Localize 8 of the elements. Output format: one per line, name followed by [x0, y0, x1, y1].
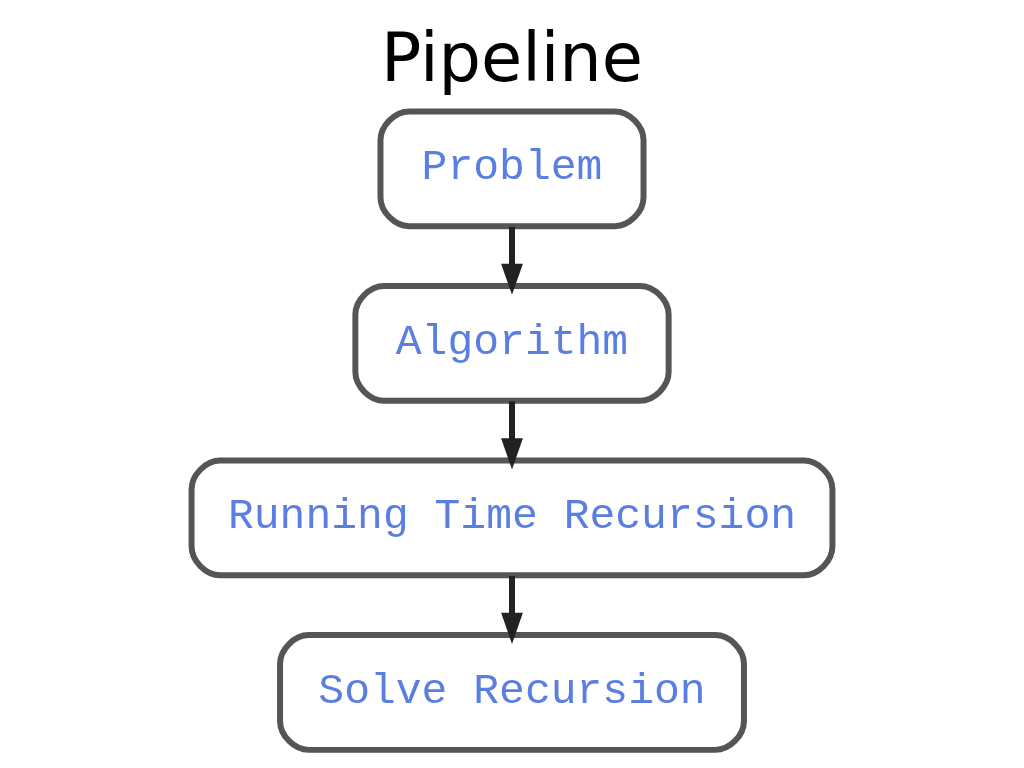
arrow	[501, 401, 523, 470]
diagram-title: Pipeline	[381, 19, 643, 98]
node-box: Solve Recursion	[277, 632, 747, 753]
arrow	[501, 226, 523, 295]
arrow	[501, 575, 523, 644]
node-box: Running Time Recursion	[188, 457, 836, 579]
node-box: Problem	[377, 108, 647, 230]
node-box: Algorithm	[352, 282, 672, 404]
